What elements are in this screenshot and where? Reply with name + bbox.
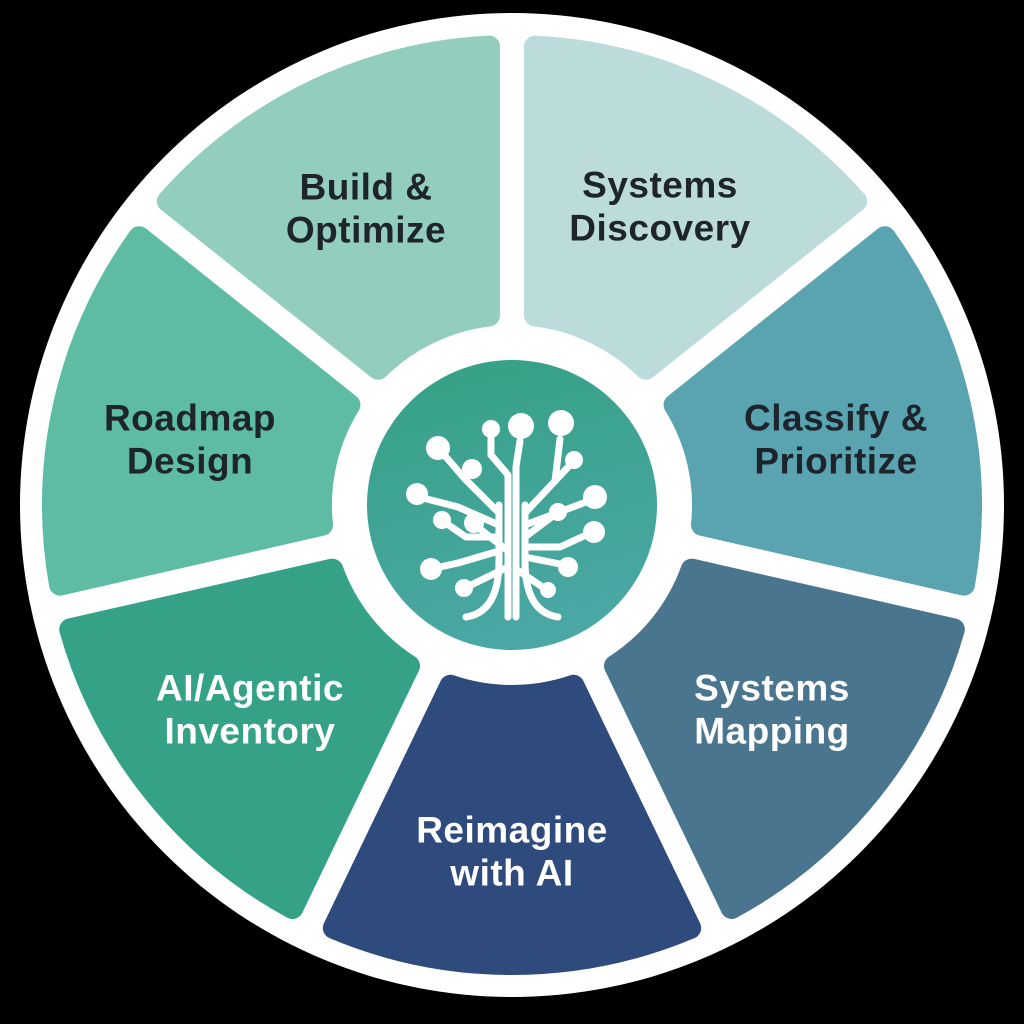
label-line: Roadmap (103, 397, 277, 439)
label-line: Inventory (164, 711, 336, 752)
label-line: Classify & (744, 397, 928, 439)
label-line: Mapping (694, 711, 850, 752)
label-line: Reimagine (416, 809, 608, 851)
segment-label-classify-prioritize: Classify & Prioritize (676, 397, 996, 484)
label-line: Optimize (285, 210, 447, 251)
segment-label-systems-mapping: Systems Mapping (612, 667, 932, 754)
circuit-tree-nodes (406, 410, 607, 598)
wheel-segment-ai-agentic-inventory (59, 558, 420, 919)
segment-label-roadmap-design: Roadmap Design (30, 397, 350, 484)
segment-label-ai-agentic-inventory: AI/Agentic Inventory (90, 667, 410, 754)
label-line: Systems (694, 667, 850, 709)
wheel-segment-classify-prioritize (663, 226, 982, 596)
segment-label-reimagine-with-ai: Reimagine with AI (352, 809, 672, 896)
segment-label-build-optimize: Build & Optimize (206, 166, 526, 253)
label-line: Prioritize (754, 441, 918, 482)
wheel-segment-reimagine-with-ai (322, 674, 702, 975)
label-line: AI/Agentic (156, 667, 344, 709)
label-line: with AI (450, 853, 574, 894)
wheel-segment-roadmap-design (42, 226, 361, 596)
circuit-tree-icon (406, 410, 607, 621)
label-line: Build & (299, 166, 433, 208)
wheel-segment-build-optimize (156, 35, 500, 380)
wheel-segment-systems-mapping (604, 558, 965, 919)
segment-label-systems-discovery: Systems Discovery (500, 164, 820, 251)
wheel-segment-systems-discovery (524, 35, 868, 380)
label-line: Discovery (569, 208, 751, 249)
label-line: Design (126, 441, 254, 482)
wheel-center-hub (367, 360, 657, 650)
label-line: Systems (582, 164, 738, 206)
wheel-segments (42, 35, 982, 975)
